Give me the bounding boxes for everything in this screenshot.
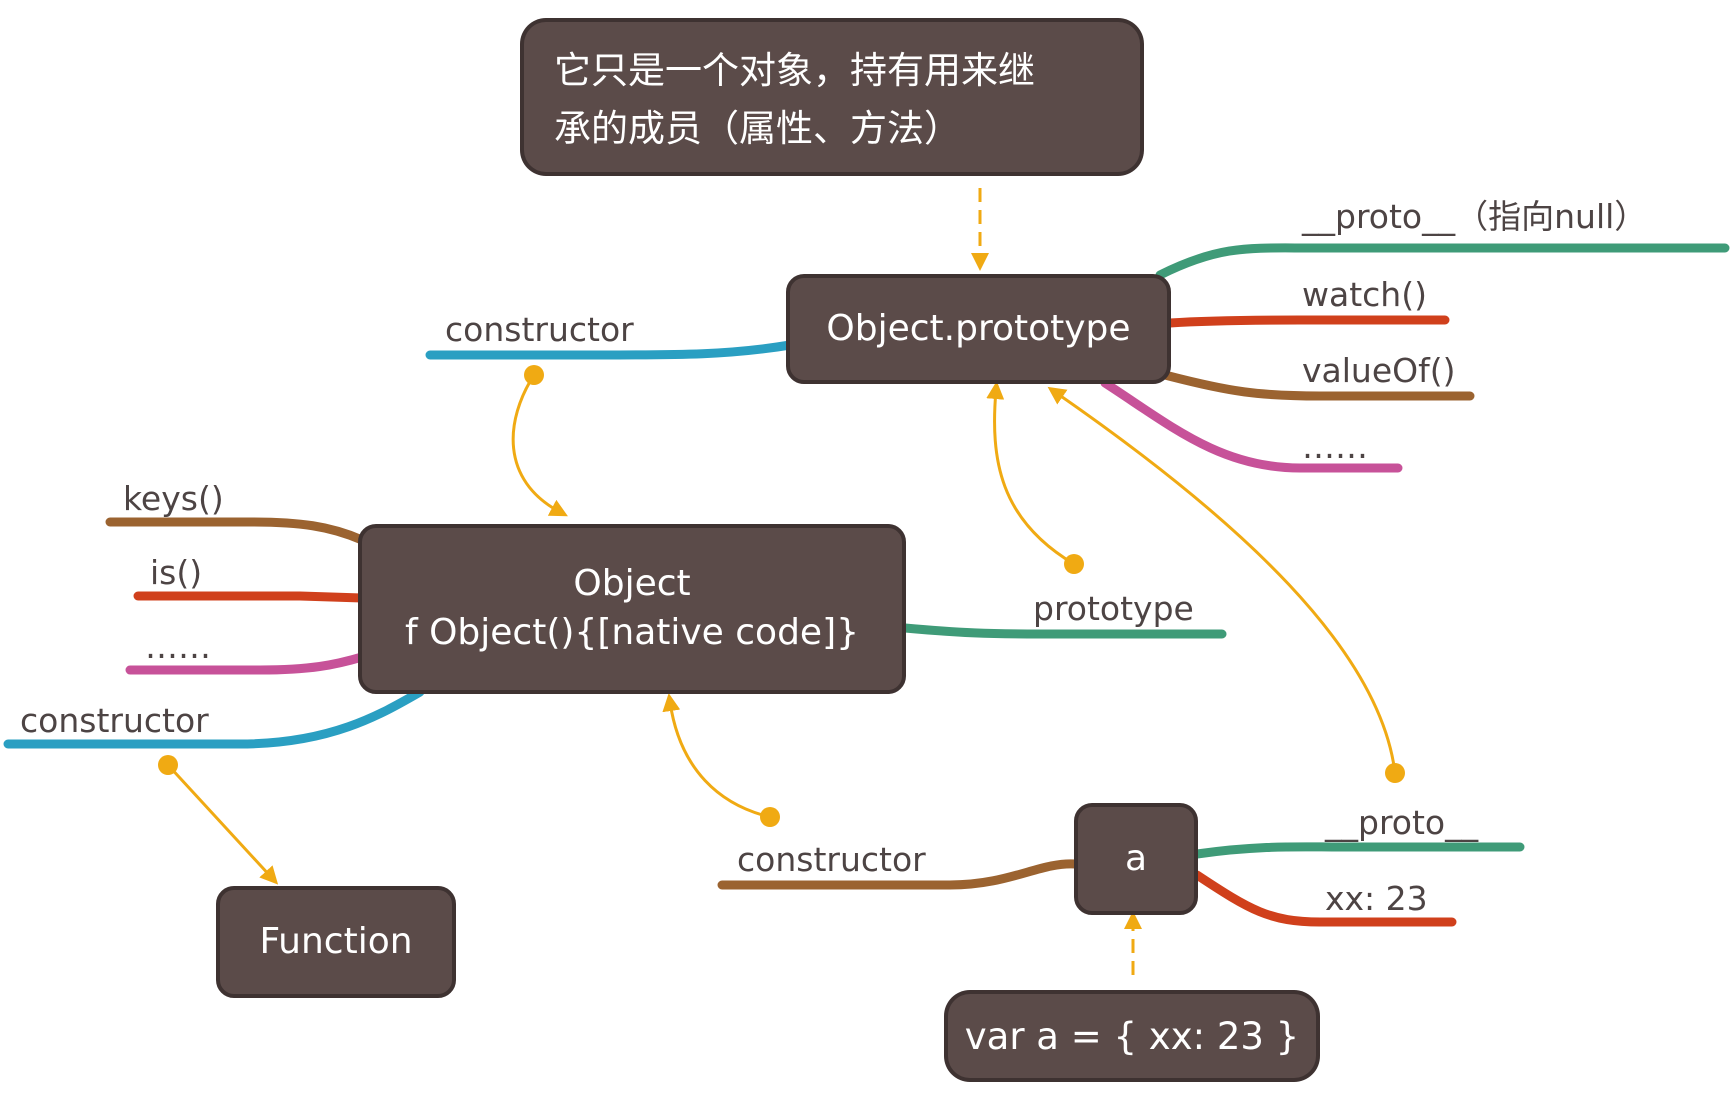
branch-line-ellipsis-proto bbox=[1100, 378, 1403, 473]
branch-label-keys: keys() bbox=[123, 479, 224, 518]
branch-label-watch: watch() bbox=[1302, 275, 1427, 314]
node-object[interactable]: Object f Object(){[native code]} bbox=[358, 524, 906, 694]
arrow-dot-a-constructor bbox=[760, 807, 780, 827]
node-object-prototype[interactable]: Object.prototype bbox=[786, 274, 1171, 384]
branch-label-a-constructor: constructor bbox=[737, 840, 926, 879]
node-function[interactable]: Function bbox=[216, 886, 456, 998]
branch-label-valueof: valueOf() bbox=[1302, 351, 1456, 390]
branch-line-proto-null bbox=[1155, 243, 1730, 280]
callout-bottom-text: var a = { xx: 23 } bbox=[964, 1014, 1300, 1058]
branch-line-watch bbox=[1165, 315, 1450, 328]
branch-label-a-proto: __proto__ bbox=[1325, 803, 1479, 842]
node-object-prototype-label: Object.prototype bbox=[826, 307, 1131, 349]
node-object-label: Object bbox=[573, 563, 691, 605]
branch-label-a-xx: xx: 23 bbox=[1325, 879, 1428, 918]
branch-line-a-constructor bbox=[717, 859, 1080, 890]
branch-label-prototype: prototype bbox=[1033, 589, 1194, 628]
branch-label-constructor-object: constructor bbox=[20, 701, 209, 740]
branch-line-ellipsis-object bbox=[125, 652, 367, 675]
node-function-label: Function bbox=[259, 920, 413, 962]
branch-line-valueof bbox=[1160, 370, 1475, 401]
arrow-a-constructor-to-object bbox=[662, 693, 771, 819]
branch-line-keys bbox=[105, 517, 367, 545]
branch-label-is: is() bbox=[150, 553, 203, 592]
arrow-prototype-to-object-prototype bbox=[986, 381, 1075, 566]
arrow-dot-constructor-object bbox=[158, 755, 178, 775]
branch-line-constructor-object bbox=[3, 687, 425, 749]
branch-label-ellipsis-proto: …… bbox=[1302, 427, 1368, 466]
arrow-dot-prototype bbox=[1064, 554, 1084, 574]
arrow-constructor-to-function bbox=[166, 763, 279, 885]
node-a[interactable]: a bbox=[1074, 803, 1198, 915]
arrow-dot-constructor-proto bbox=[524, 365, 544, 385]
callout-top-line2: 承的成员（属性、方法） bbox=[554, 107, 961, 150]
callout-bottom: var a = { xx: 23 } bbox=[948, 994, 1316, 1078]
branch-line-a-proto bbox=[1192, 842, 1525, 859]
branch-label-constructor-proto: constructor bbox=[445, 310, 634, 349]
branch-line-constructor-proto bbox=[425, 340, 795, 360]
branch-label-ellipsis-object: …… bbox=[145, 627, 211, 666]
arrow-dot-a-proto bbox=[1385, 763, 1405, 783]
node-object-signature: f Object(){[native code]} bbox=[404, 612, 860, 653]
branch-label-proto-null: __proto__（指向null） bbox=[1302, 197, 1648, 236]
arrow-constructor-to-object bbox=[511, 374, 568, 517]
branch-line-prototype bbox=[900, 623, 1227, 639]
branch-line-a-xx bbox=[1192, 870, 1457, 927]
callout-top: 它只是一个对象，持有用来继 承的成员（属性、方法） bbox=[524, 22, 1140, 172]
branch-line-is bbox=[133, 591, 367, 603]
callout-top-line1: 它只是一个对象，持有用来继 bbox=[554, 49, 1035, 92]
node-a-label: a bbox=[1124, 837, 1148, 879]
arrow-a-proto-to-object-prototype bbox=[1047, 386, 1397, 774]
